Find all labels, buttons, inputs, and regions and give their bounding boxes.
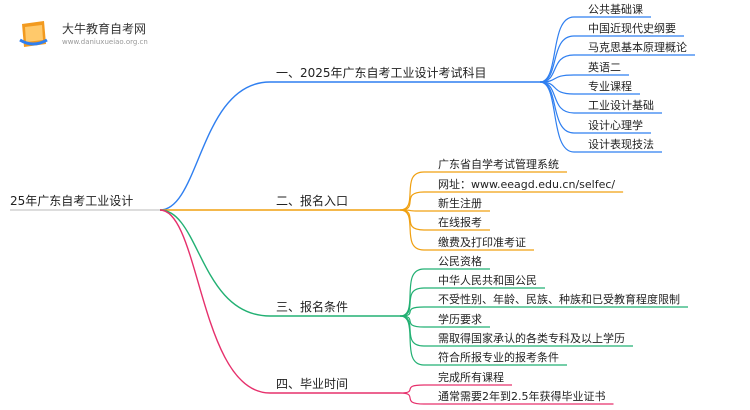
branch-1-child-8: 设计表现技法 [588,137,654,151]
book-logo-icon [19,21,48,47]
branch-2-child-4: 在线报考 [438,215,482,229]
branch-4-child-2: 通常需要2年到2.5年获得毕业证书 [438,389,606,403]
branch-3-child-1: 公民资格 [438,254,482,268]
site-logo: 大牛教育自考网 www.daniuxueiao.org.cn [12,14,162,54]
branch-2-child-2-connector [399,191,425,211]
branch-1-child-6-connector [539,81,575,114]
branch-3-child-2: 中华人民共和国公民 [438,273,537,287]
branch-4-child-1: 完成所有课程 [438,370,504,384]
branch-3-connector [159,209,271,317]
branch-2-label: 二、报名入口 [276,193,348,208]
branch-4-label: 四、毕业时间 [276,377,348,391]
branch-1-label: 一、2025年广东自考工业设计考试科目 [276,65,487,80]
branch-2-child-3: 新生注册 [438,196,482,210]
branch-1-child-5: 专业课程 [588,79,632,93]
branch-1-child-1: 公共基础课 [588,3,643,16]
branch-1-child-1-connector [539,16,575,83]
branch-3-child-4-connector [399,315,425,328]
root-topic: 25年广东自考工业设计 [10,194,133,208]
branch-3-child-5: 需取得国家承认的各类专科及以上学历 [438,331,625,345]
branch-3-child-4: 学历要求 [438,312,482,326]
branch-1-child-7: 设计心理学 [588,118,643,132]
branch-1-connector [159,81,271,211]
branch-3-child-6: 符合所报专业的报考条件 [438,350,559,364]
branch-1-child-6: 工业设计基础 [588,99,654,112]
branch-4-child-1-connector [399,384,425,394]
branch-4-connector [159,209,271,394]
logo-title: 大牛教育自考网 [62,22,147,36]
branch-1-child-8-connector [539,81,575,153]
branch-2-child-5-connector [399,209,425,251]
branch-3-child-2-connector [399,287,425,317]
branch-3-child-3: 不受性别、年龄、民族、种族和已受教育程度限制 [438,292,680,306]
branch-3-child-6-connector [399,315,425,366]
branch-3-label: 三、报名条件 [276,299,348,314]
branch-3-child-5-connector [399,315,425,347]
branch-2-child-1: 广东省自学考试管理系统 [438,157,559,171]
branch-2-child-5: 缴费及打印准考证 [438,235,526,249]
branch-2-child-2: 网址：www.eeagd.edu.cn/selfec/ [438,177,615,191]
logo-subtitle: www.daniuxueiao.org.cn [62,38,148,46]
branch-1-child-3: 马克思基本原理概论 [588,40,687,54]
branch-1-child-4: 英语二 [588,60,621,74]
branch-3-child-3-connector [399,306,425,317]
branch-2-child-1-connector [399,171,425,211]
branch-1-child-2: 中国近现代史纲要 [588,22,676,35]
branch-2-child-4-connector [399,209,425,231]
branch-4-child-2-connector [399,392,425,405]
